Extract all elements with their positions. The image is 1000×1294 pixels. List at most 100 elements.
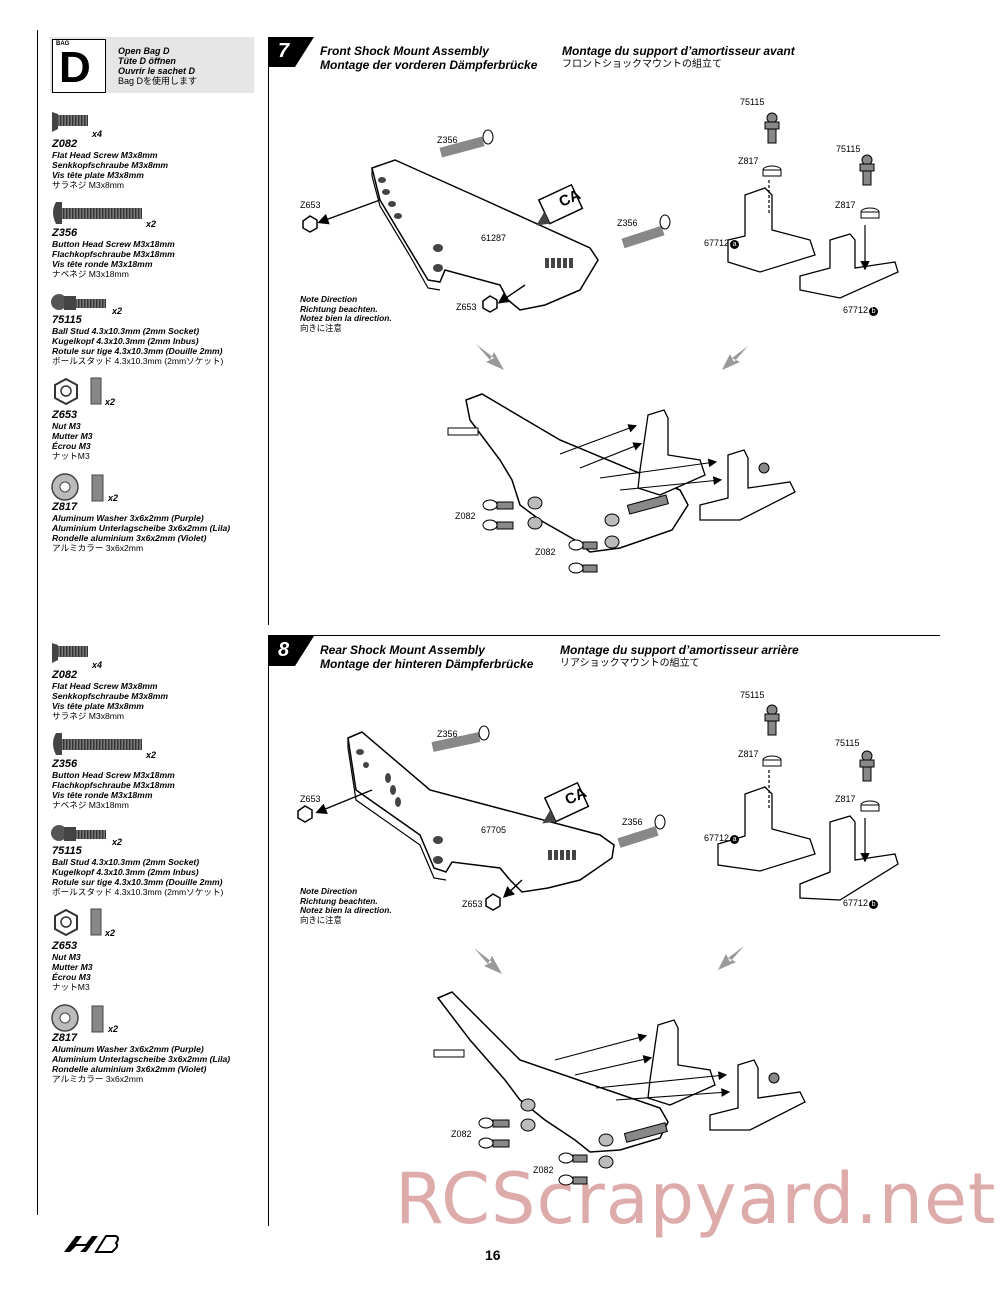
part-desc-de: Flachkopfschraube M3x18mm <box>52 249 175 259</box>
part-desc-fr: Écrou M3 <box>52 441 91 451</box>
part-desc-en: Flat Head Screw M3x8mm <box>52 150 158 160</box>
part-desc-jp: アルミカラー 3x6x2mm <box>52 1074 144 1084</box>
button-head-screw-icon <box>53 733 142 755</box>
part-code: Z082 <box>52 669 78 681</box>
qty-z817: x2 <box>108 493 119 503</box>
note-direction: Note Direction Richtung beachten. Notez … <box>300 294 392 333</box>
label-z356: Z356 <box>617 218 638 228</box>
part-z817: Z817 Aluminum Washer 3x6x2mm (Purple) Al… <box>52 501 230 553</box>
label-75115: 75115 <box>740 97 765 107</box>
part-desc-fr: Rotule sur tige 4.3x10.3mm (Douille 2mm) <box>52 346 223 356</box>
hb-logo-mark <box>64 1235 119 1253</box>
label-z082: Z082 <box>455 511 476 521</box>
part-code: Z653 <box>52 409 78 421</box>
washer-icon <box>51 473 104 502</box>
part-desc-fr: Écrou M3 <box>52 972 91 982</box>
bag-small-label: BAG <box>56 41 70 47</box>
label-part-number: 67712 <box>843 898 869 908</box>
label-z817: Z817 <box>738 749 759 759</box>
part-desc-de: Aluminium Unterlagscheibe 3x6x2mm (Lila) <box>52 523 231 533</box>
part-z356: Z356 Button Head Screw M3x18mm Flachkopf… <box>52 227 175 279</box>
suffix-badge: a <box>730 835 740 844</box>
part-desc-fr: Rondelle aluminium 3x6x2mm (Violet) <box>52 1064 207 1074</box>
step8-title-fr: Montage du support d’amortisseur arrière <box>560 643 799 657</box>
part-desc-fr: Rondelle aluminium 3x6x2mm (Violet) <box>52 533 207 543</box>
step7-left-border <box>268 37 269 625</box>
note-line-de: Richtung beachten. <box>300 303 378 314</box>
part-desc-en: Button Head Screw M3x18mm <box>52 239 175 249</box>
nut-icon <box>54 377 102 406</box>
part-desc-de: Senkkopfschraube M3x8mm <box>52 691 169 701</box>
part-75115: 75115 Ball Stud 4.3x10.3mm (2mm Socket) … <box>52 314 223 366</box>
label-z082: Z082 <box>535 547 556 557</box>
ball-stud-icon <box>51 825 106 841</box>
part-desc-de: Senkkopfschraube M3x8mm <box>52 160 169 170</box>
part-desc-de: Mutter M3 <box>52 431 93 441</box>
part-desc-fr: Vis tête plate M3x8mm <box>52 701 144 711</box>
bag-letter: D <box>59 43 91 92</box>
qty-z653: x2 <box>105 397 116 407</box>
part-code: Z817 <box>52 501 78 513</box>
label-z653: Z653 <box>456 302 477 312</box>
button-head-screw-icon <box>53 202 142 224</box>
step7-title-jp: フロントショックマウントの組立て <box>562 59 722 70</box>
part-desc-de: Kugelkopf 4.3x10.3mm (2mm Inbus) <box>52 867 199 877</box>
label-z817: Z817 <box>738 156 759 166</box>
part-desc-en: Ball Stud 4.3x10.3mm (2mm Socket) <box>52 326 200 336</box>
step8-title-de: Montage der hinteren Dämpferbrücke <box>320 657 534 671</box>
part-desc-jp: ナベネジ M3x18mm <box>52 800 129 810</box>
part-code: Z653 <box>52 940 78 952</box>
part-code: 75115 <box>52 314 82 326</box>
part-code: Z356 <box>52 758 78 770</box>
part-z082: Z082 Flat Head Screw M3x8mm Senkkopfschr… <box>52 138 168 190</box>
part-code: Z817 <box>52 1032 78 1044</box>
label-z653: Z653 <box>462 899 483 909</box>
label-part-number: 67705 <box>481 825 507 835</box>
part-code: 75115 <box>52 845 82 857</box>
note-line-fr: Notez bien la direction. <box>300 313 392 323</box>
part-z082: Z082 Flat Head Screw M3x8mm Senkkopfschr… <box>52 669 168 721</box>
note-line-en: Note Direction <box>300 886 358 896</box>
step8-title-jp: リアショックマウントの組立て <box>560 658 700 669</box>
nut-icon <box>54 908 102 937</box>
part-desc-fr: Vis tête ronde M3x18mm <box>52 790 153 800</box>
note-line-jp: 向きに注意 <box>300 914 342 925</box>
part-desc-jp: ボールスタッド 4.3x10.3mm (2mmソケット) <box>52 356 224 366</box>
part-desc-en: Aluminum Washer 3x6x2mm (Purple) <box>52 513 204 523</box>
note-line-jp: 向きに注意 <box>300 322 342 333</box>
step8-number: 8 <box>278 639 290 661</box>
suffix-badge: b <box>869 900 879 909</box>
part-desc-en: Aluminum Washer 3x6x2mm (Purple) <box>52 1044 204 1054</box>
part-desc-jp: サラネジ M3x8mm <box>52 711 125 721</box>
qty-75115: x2 <box>112 306 123 316</box>
step7-title-de: Montage der vorderen Dämpferbrücke <box>320 58 538 72</box>
part-code: Z082 <box>52 138 78 150</box>
step8-top-rule <box>268 635 940 636</box>
bag-line-de: Tüte D öffnen <box>118 56 176 66</box>
label-part-number: 67712 <box>704 833 730 843</box>
bag-instructions: Open Bag D Tüte D öffnen Ouvrir le sache… <box>118 46 197 86</box>
part-75115: 75115 Ball Stud 4.3x10.3mm (2mm Socket) … <box>52 845 223 897</box>
note-line-fr: Notez bien la direction. <box>300 905 392 915</box>
part-desc-jp: ボールスタッド 4.3x10.3mm (2mmソケット) <box>52 887 224 897</box>
bag-line-en: Open Bag D <box>118 46 170 56</box>
label-z356: Z356 <box>437 135 458 145</box>
part-z653: Z653 Nut M3 Mutter M3 Écrou M3 ナットM3 <box>52 409 93 461</box>
label-part-number: 67712 <box>843 305 869 315</box>
part-desc-jp: ナベネジ M3x18mm <box>52 269 129 279</box>
qty-z356: x2 <box>146 219 157 229</box>
part-desc-jp: ナットM3 <box>52 451 90 461</box>
part-z356: Z356 Button Head Screw M3x18mm Flachkopf… <box>52 758 175 810</box>
note-line-de: Richtung beachten. <box>300 895 378 906</box>
bag-line-fr: Ouvrir le sachet D <box>118 66 196 76</box>
part-desc-fr: Rotule sur tige 4.3x10.3mm (Douille 2mm) <box>52 877 223 887</box>
suffix-badge: a <box>730 240 740 249</box>
hb-logo-text: HB <box>62 1232 63 1233</box>
label-75115: 75115 <box>836 144 861 154</box>
